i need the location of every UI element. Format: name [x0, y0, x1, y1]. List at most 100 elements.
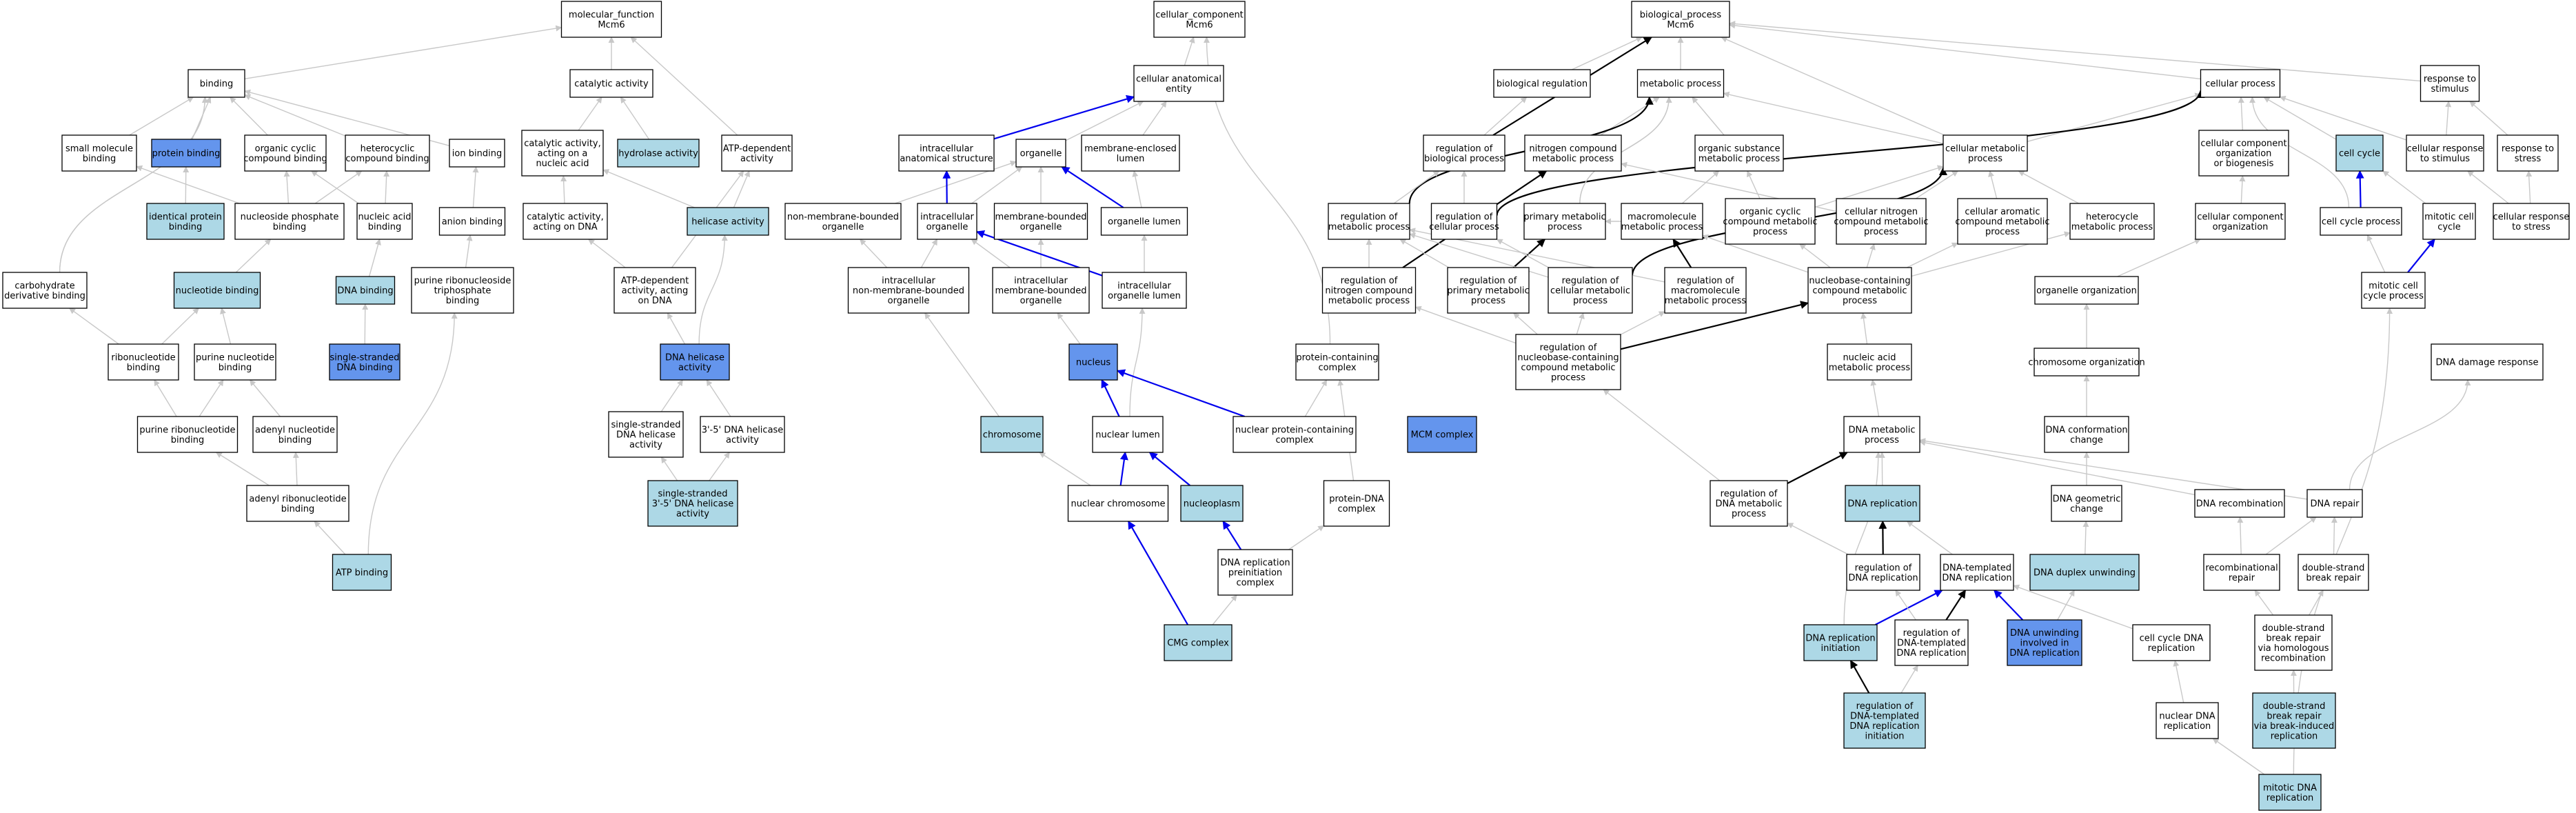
node-nucleus[interactable]: nucleus [1068, 343, 1118, 381]
node-binding[interactable]: binding [187, 69, 245, 98]
node-atpbind[interactable]: ATP binding [332, 554, 392, 591]
node-mcm[interactable]: MCM complex [1407, 416, 1477, 453]
node-chromosome[interactable]: chromosome [980, 416, 1044, 453]
node-nuclumen[interactable]: nuclear lumen [1092, 416, 1164, 453]
node-orglumen[interactable]: organelle lumen [1100, 207, 1188, 236]
node-ionbind[interactable]: ion binding [449, 139, 505, 168]
node-orgorg[interactable]: organelle organization [2034, 276, 2139, 305]
node-catdna[interactable]: catalytic activity,acting on DNA [523, 203, 608, 240]
node-dnaduplex[interactable]: DNA duplex unwinding [2029, 554, 2140, 591]
node-nucleoplasm[interactable]: nucleoplasm [1180, 485, 1244, 522]
node-dnarecomb[interactable]: DNA recombination [2194, 489, 2285, 518]
node-cellproc[interactable]: cellular process [2200, 69, 2281, 98]
node-protbind[interactable]: protein binding [151, 139, 221, 168]
node-cmg[interactable]: CMG complex [1164, 624, 1233, 661]
node-nucchrom[interactable]: nuclear chromosome [1067, 485, 1169, 522]
node-metproc[interactable]: metabolic process [1636, 69, 1725, 98]
node-chromorg[interactable]: chromosome organization [2028, 348, 2145, 377]
node-hydrolase[interactable]: hydrolase activity [617, 139, 700, 168]
node-ccproc[interactable]: cell cycle process [2320, 207, 2402, 236]
node-regnucbase[interactable]: regulation ofnucleobase-containingcompou… [1515, 334, 1621, 390]
node-organelle[interactable]: organelle [1015, 139, 1066, 168]
node-dnabind[interactable]: DNA binding [335, 276, 396, 305]
node-intranonmem[interactable]: intracellularnon-membrane-boundedorganel… [847, 267, 970, 314]
node-anion[interactable]: anion binding [438, 207, 506, 236]
node-catalytic[interactable]: catalytic activity [569, 69, 653, 98]
node-bioreg[interactable]: biological regulation [1493, 69, 1591, 98]
node-helicase[interactable]: helicase activity [687, 207, 769, 236]
node-dnarep[interactable]: DNA replication [1845, 485, 1920, 522]
node-dnadamage[interactable]: DNA damage response [2431, 343, 2544, 381]
